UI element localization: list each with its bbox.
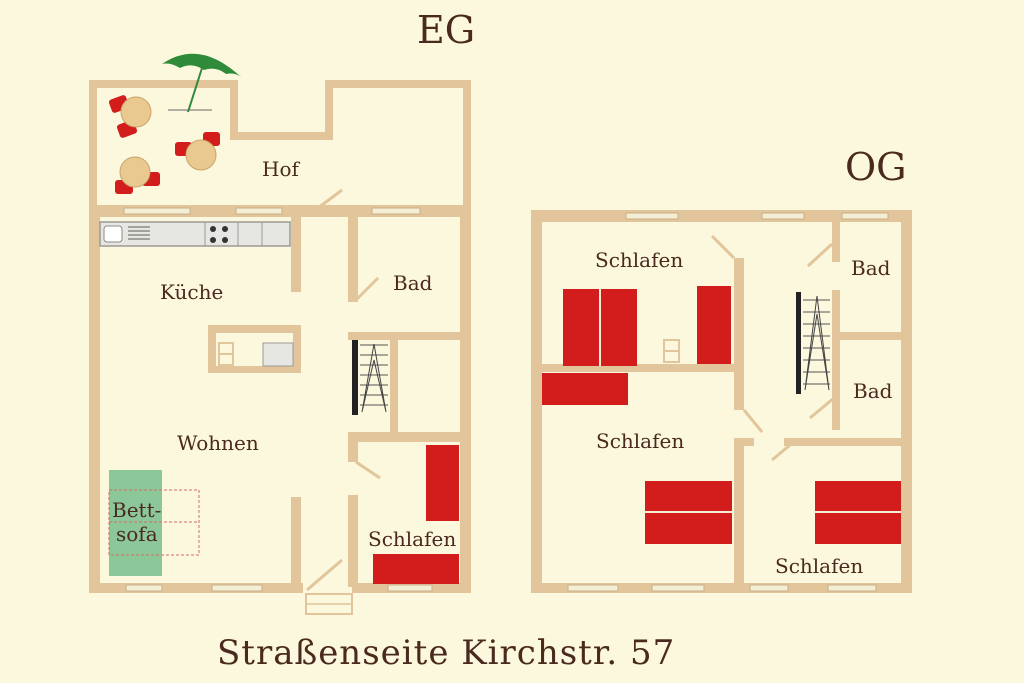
room-label-bad-top: Bad [851, 256, 891, 280]
room-label-bad-bottom: Bad [853, 379, 893, 403]
bed-icon [426, 445, 459, 521]
bed-icon [697, 286, 731, 364]
double-bed-icon [815, 481, 901, 544]
room-label-wohnen: Wohnen [177, 431, 259, 455]
double-bed-icon [645, 481, 732, 544]
table-chair-icon [108, 95, 152, 138]
og-doors [710, 234, 835, 462]
umbrella-icon [162, 53, 242, 113]
table-chair-icon [115, 156, 160, 194]
bed-icon [542, 373, 628, 405]
room-label-schlafen-mid: Schlafen [596, 429, 684, 453]
eg-windows [123, 207, 433, 592]
eg-doors [306, 188, 381, 592]
eg-stairs [352, 340, 388, 415]
bed-icon [373, 554, 459, 584]
kitchen-counter [99, 221, 291, 247]
og-stairs [796, 292, 830, 394]
bettsofa-label-line2: sofa [116, 522, 158, 546]
og-windows [567, 212, 889, 592]
room-label-schlafen-top: Schlafen [595, 248, 683, 272]
table-chair-icon [175, 132, 220, 171]
bettsofa-label-line1: Bett- [112, 498, 161, 522]
bettsofa-icon [109, 470, 162, 576]
street-side-caption: Straßenseite Kirchstr. 57 [217, 633, 675, 673]
kitchen-appliance [262, 342, 294, 367]
room-label-kueche: Küche [160, 280, 223, 304]
room-label-schlafen-bottom: Schlafen [775, 554, 863, 578]
room-label-bad: Bad [393, 271, 433, 295]
og-title: OG [845, 145, 907, 189]
double-bed-icon [563, 289, 637, 366]
room-label-schlafen: Schlafen [368, 527, 456, 551]
room-label-hof: Hof [262, 157, 300, 181]
eg-title: EG [417, 8, 475, 52]
